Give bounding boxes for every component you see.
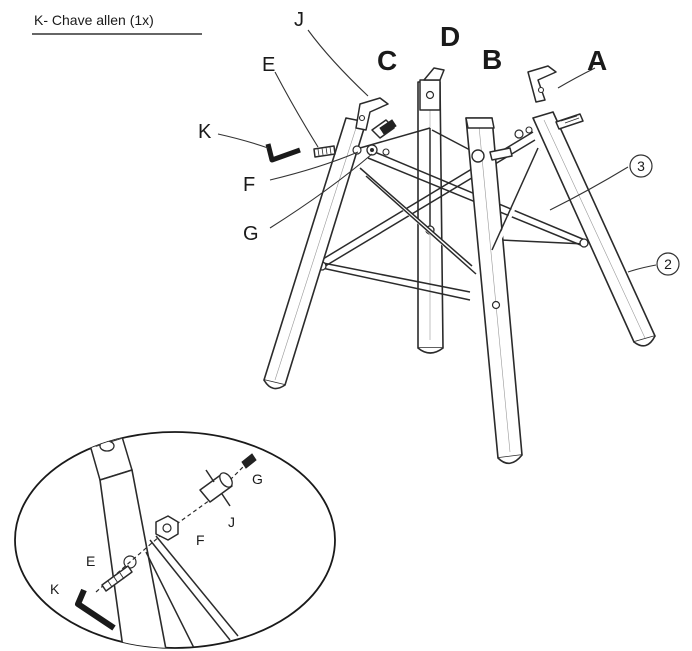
label-j: J [294,9,304,31]
label-k: K [198,121,212,143]
hardware-c [352,119,397,156]
wire-front [358,147,542,275]
callout-2: 2 [664,256,672,272]
leader-k [217,133,269,149]
detail-cap-g [241,453,257,469]
leader-a [557,67,596,89]
detail-leg [99,469,169,648]
label-a: A [587,45,607,76]
leg-b [465,117,523,465]
label-b: B [482,44,502,75]
hardware-b [489,147,513,161]
allen-key-k [265,143,301,163]
bracket-c [355,97,389,131]
leader-e [274,71,319,148]
detail-label-e: E [86,553,95,569]
detail-label-j: J [228,514,235,530]
label-d: D [440,21,460,52]
label-e: E [262,54,275,76]
detail-label-f: F [196,532,205,548]
leader-j [307,29,369,97]
leg-a [532,111,656,347]
callout-2-circle [656,252,680,276]
label-g: G [243,223,259,245]
detail-label-k: K [50,581,60,597]
leader-3 [549,166,629,211]
leader-f [269,151,359,181]
detail-ellipse [14,431,336,649]
leader-2 [627,264,657,273]
detail-view: G J F E K [14,431,336,649]
callout-3-circle [629,154,653,178]
detail-screw-e [101,565,133,592]
screw-e [313,145,336,158]
detail-label-g: G [252,471,263,487]
callout-3: 3 [637,158,645,174]
bracket-b [465,117,495,129]
bracket-a [527,65,557,103]
bracket-d [419,67,445,111]
hardware-a [514,113,584,139]
detail-allen-key [75,588,116,631]
diagram-title: K- Chave allen (1x) [34,12,154,28]
label-f: F [243,174,255,196]
leader-g [269,153,373,229]
leg-b-hole [491,300,501,310]
label-c: C [377,45,397,76]
